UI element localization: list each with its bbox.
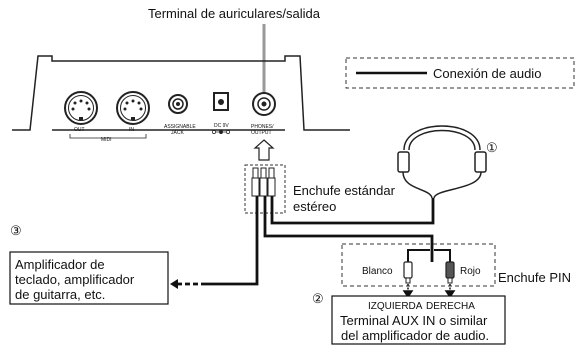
pin-cable-main	[263, 196, 434, 262]
dc-polarity-icon	[212, 130, 230, 134]
assignable-jack[interactable]	[168, 94, 188, 114]
phones-label-1: PHONES/	[251, 124, 274, 130]
marker-3: ③	[10, 223, 22, 238]
keyboard-amplifier-box	[9, 251, 169, 305]
rojo-label: Rojo	[460, 266, 481, 277]
phones-label-2: OUTPUT	[251, 130, 272, 136]
aux-label-2: del amplificador de audio.	[341, 328, 489, 343]
stereo-plug-label-2: estéreo	[293, 199, 336, 214]
phones-output-jack[interactable]	[252, 92, 276, 116]
stereo-plug-icon	[251, 167, 276, 197]
amp-label-1: Amplificador de	[15, 257, 105, 272]
midi-out-jack[interactable]	[64, 91, 98, 125]
pin-cable-red-branch	[434, 249, 451, 262]
blanco-label: Blanco	[362, 266, 393, 277]
aux-label-1: Terminal AUX IN o similar	[340, 313, 488, 328]
pin-plug-label: Enchufe PIN	[498, 270, 571, 285]
phones-output-title: Terminal de auriculares/salida	[148, 6, 321, 21]
assignable-label-2: JACK	[171, 130, 184, 136]
midi-label: MIDI	[101, 137, 112, 143]
aux-amplifier-box	[331, 295, 506, 345]
midi-in-jack[interactable]	[116, 91, 150, 125]
midi-in-label: IN	[129, 127, 134, 133]
izquierda-label: IZQUIERDA	[368, 301, 423, 312]
pin-cable-white-branch	[407, 249, 430, 262]
headphones-icon	[397, 125, 487, 199]
midi-out-label: OUT	[74, 127, 85, 133]
legend-label: Conexión de audio	[433, 66, 541, 81]
marker-2: ②	[312, 291, 324, 306]
dc-in-jack[interactable]	[213, 92, 229, 111]
dc-label: DC 9V	[214, 123, 229, 129]
stereo-plug-label-1: Enchufe estándar	[293, 183, 396, 198]
derecha-label: DERECHA	[426, 301, 475, 312]
legend-box: Conexión de audio	[345, 57, 575, 89]
insert-arrow-icon	[253, 139, 275, 161]
keyboard-back-panel	[12, 55, 350, 131]
aux-arrows-icon	[402, 284, 456, 299]
midi-bracket	[69, 134, 147, 139]
assignable-label-1: ASSIGNABLE	[164, 124, 196, 130]
amp-arrow-icon	[170, 279, 178, 289]
headphone-cable	[270, 196, 435, 225]
amp-label-2: teclado, amplificador	[15, 272, 135, 287]
marker-1: ①	[486, 140, 498, 155]
amp-label-3: de guitarra, etc.	[15, 287, 105, 302]
pin-plug-red-icon	[445, 261, 455, 284]
amp-cable	[206, 196, 259, 286]
pin-plug-white-icon	[403, 261, 413, 284]
